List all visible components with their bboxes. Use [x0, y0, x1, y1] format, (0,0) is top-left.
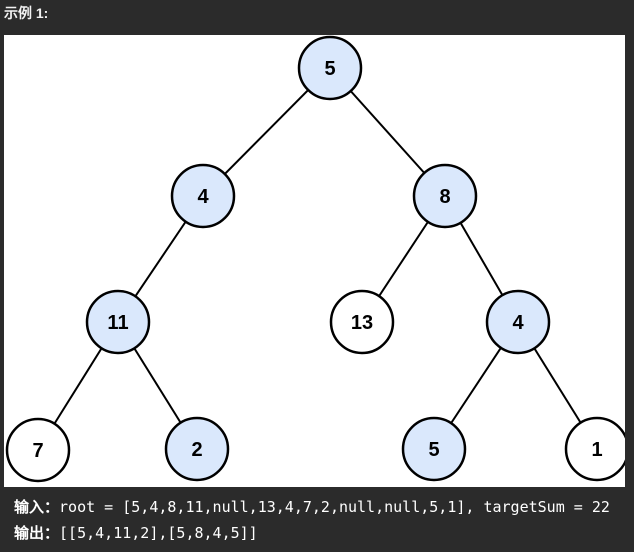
input-label: 输入：: [14, 498, 60, 516]
tree-node-circle-highlighted: [85, 289, 151, 355]
tree-node-value: 4: [512, 312, 524, 334]
output-value: [[5,4,11,2],[5,8,4,5]]: [59, 524, 258, 542]
example-title: 示例 1:: [4, 5, 49, 21]
tree-node-circle-highlighted: [401, 416, 467, 482]
tree-node: 5: [401, 416, 467, 482]
input-line: 输入：root = [5,4,8,11,null,13,4,7,2,null,n…: [14, 496, 610, 517]
tree-node-value: 8: [439, 186, 450, 208]
tree-node-value: 11: [107, 312, 128, 334]
tree-node-circle: [329, 289, 395, 355]
tree-node-circle-highlighted: [297, 35, 363, 101]
output-label: 输出：: [14, 524, 60, 542]
tree-node-value: 4: [197, 186, 209, 208]
tree-node-circle-highlighted: [164, 416, 230, 482]
tree-node-value: 2: [191, 439, 202, 461]
output-line: 输出：[[5,4,11,2],[5,8,4,5]]: [14, 522, 258, 543]
input-value: root = [5,4,8,11,null,13,4,7,2,null,null…: [59, 498, 610, 516]
tree-node-value: 1: [591, 439, 602, 461]
tree-node-value: 5: [428, 439, 439, 461]
tree-node: 2: [164, 416, 230, 482]
tree-node-circle-highlighted: [170, 163, 236, 229]
tree-node: 7: [5, 417, 71, 483]
tree-node-value: 5: [324, 58, 335, 80]
tree-diagram-panel: 5 4 8 11 13 4 7 2 5 1: [4, 35, 625, 487]
binary-tree-diagram: 5 4 8 11 13 4 7 2 5 1: [5, 35, 625, 483]
tree-node-circle-highlighted: [412, 163, 478, 229]
tree-node-circle: [5, 417, 71, 483]
tree-node: 4: [170, 163, 236, 229]
tree-node-value: 7: [32, 440, 43, 462]
tree-node: 11: [85, 289, 151, 355]
tree-node-circle: [564, 416, 625, 482]
tree-node-value: 13: [351, 312, 373, 334]
tree-node: 4: [485, 289, 551, 355]
tree-node: 1: [564, 416, 625, 482]
tree-node-circle-highlighted: [485, 289, 551, 355]
tree-node: 5: [297, 35, 363, 101]
tree-node: 13: [329, 289, 395, 355]
tree-node: 8: [412, 163, 478, 229]
